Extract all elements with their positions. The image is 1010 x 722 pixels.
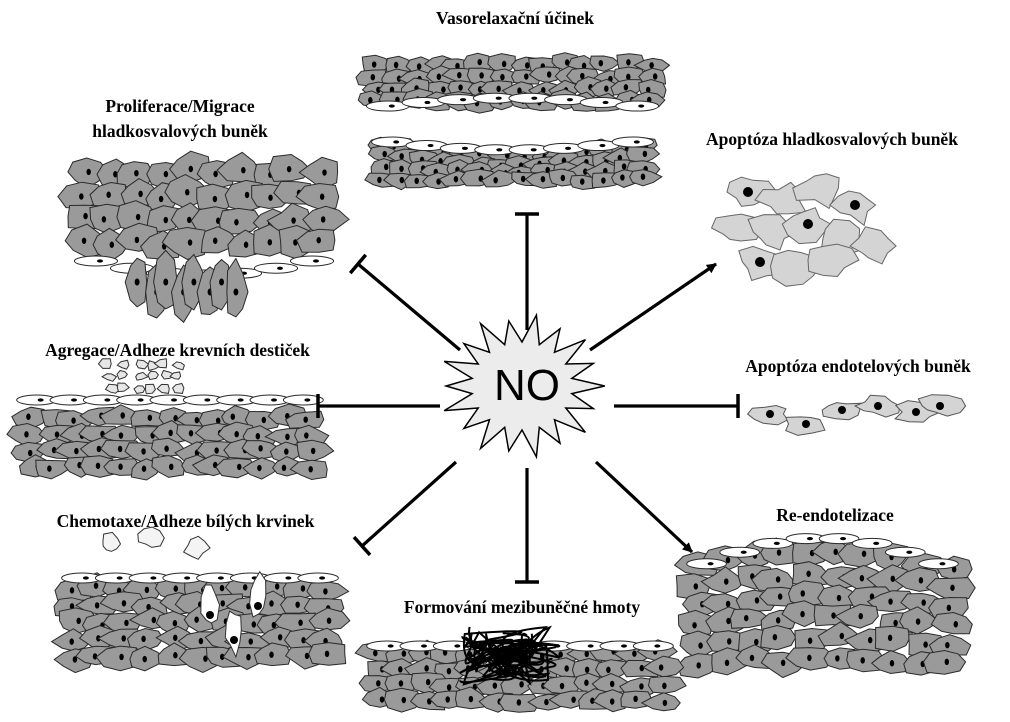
label-re-endothelialization: Re-endotelizace — [750, 503, 920, 527]
endothelial-apoptosis-cells — [748, 395, 966, 436]
leukocyte-chemotaxis-tissue — [52, 527, 350, 673]
platelet-aggregation-tissue — [7, 359, 334, 480]
no-label: NO — [494, 361, 560, 410]
connector-platelet-aggregation — [318, 394, 440, 418]
smc-apoptosis-cells — [712, 174, 897, 286]
label-platelet-aggregation: Agregace/Adheze krevních destiček — [10, 338, 345, 362]
label-ecm-formation: Formování mezibuněčné hmoty — [372, 595, 672, 619]
label-smc-proliferation-line2: hladkosvalových buněk — [60, 119, 300, 143]
label-smc-proliferation-line1: Proliferace/Migrace — [60, 94, 300, 118]
connector-re-endothelialization — [596, 462, 692, 552]
connector-smc-proliferation — [350, 255, 460, 350]
connector-endothelial-apoptosis — [614, 394, 738, 418]
re-endothelialization-tissue — [675, 534, 976, 678]
label-smc-apoptosis: Apoptóza hladkosvalových buněk — [662, 127, 1002, 151]
label-leukocyte-chemotaxis: Chemotaxe/Adheze bílých krvinek — [28, 509, 343, 533]
no-molecule: NO — [444, 315, 605, 457]
vasorelaxation-band-top — [356, 53, 670, 113]
connector-smc-apoptosis — [590, 264, 716, 350]
connector-leukocyte-chemotaxis — [354, 462, 456, 555]
ecm-formation-tissue — [355, 627, 686, 712]
vasorelaxation-band-bottom — [365, 137, 662, 190]
label-endothelial-apoptosis: Apoptóza endotelových buněk — [708, 354, 1008, 378]
connector-ecm-formation — [515, 468, 539, 582]
label-vasorelaxation: Vasorelaxační účinek — [420, 6, 610, 30]
smc-proliferation-mass — [58, 151, 349, 322]
connector-vasorelaxation — [515, 214, 539, 330]
